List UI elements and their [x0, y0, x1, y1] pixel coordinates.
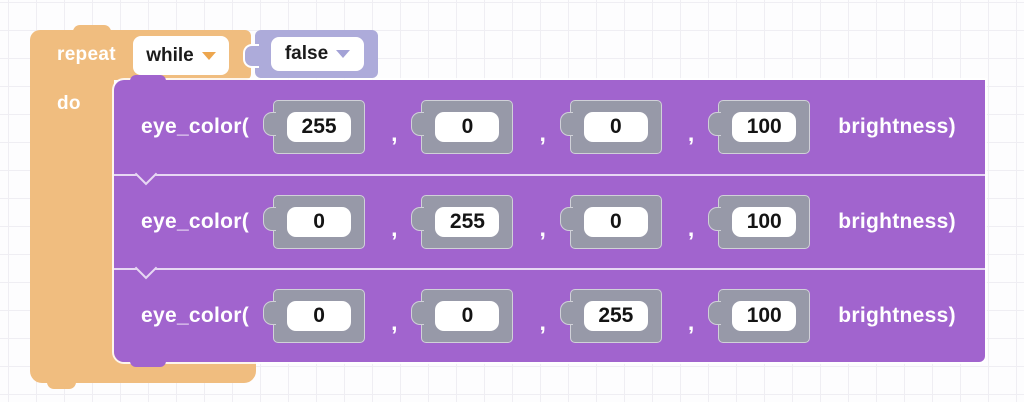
number-input[interactable]: 255 — [287, 112, 352, 142]
number-argument-block[interactable]: 0 — [559, 100, 662, 154]
number-input[interactable]: 255 — [583, 301, 648, 331]
do-label: do — [57, 93, 81, 114]
comma-separator: , — [539, 308, 546, 335]
function-name-label: eye_color( — [141, 210, 250, 233]
number-argument-block[interactable]: 100 — [708, 195, 811, 249]
function-name-label: eye_color( — [141, 115, 250, 138]
number-input[interactable]: 0 — [435, 301, 500, 331]
number-argument-block[interactable]: 0 — [411, 289, 514, 343]
comma-separator: , — [539, 119, 546, 146]
comma-separator: , — [687, 119, 695, 146]
number-argument-block[interactable]: 0 — [411, 100, 514, 154]
number-input[interactable]: 100 — [732, 207, 797, 237]
comma-separator: , — [391, 119, 398, 146]
while-mode-dropdown[interactable]: while — [133, 36, 229, 75]
number-input[interactable]: 255 — [435, 207, 500, 237]
comma-separator: , — [687, 214, 695, 241]
number-argument-block[interactable]: 100 — [708, 100, 811, 154]
number-input[interactable]: 100 — [732, 112, 797, 142]
brightness-label: brightness) — [838, 210, 956, 233]
number-argument-block[interactable]: 255 — [411, 195, 514, 249]
function-name-label: eye_color( — [141, 304, 250, 327]
eye-color-block[interactable]: eye_color( 0 , 255 , 0 , 100 brightness) — [114, 162, 985, 268]
number-input[interactable]: 0 — [435, 112, 500, 142]
comma-separator: , — [391, 308, 398, 335]
number-argument-block[interactable]: 100 — [708, 289, 811, 343]
eye-color-block[interactable]: eye_color( 0 , 0 , 255 , 100 brightness) — [114, 256, 985, 367]
brightness-label: brightness) — [838, 115, 956, 138]
while-mode-value: while — [146, 44, 194, 66]
brightness-label: brightness) — [838, 304, 956, 327]
repeat-block-arm[interactable] — [30, 70, 114, 360]
number-input[interactable]: 0 — [287, 301, 352, 331]
eye-color-block[interactable]: eye_color( 255 , 0 , 0 , 100 brightness) — [114, 75, 985, 174]
boolean-value: false — [284, 43, 329, 64]
number-argument-block[interactable]: 255 — [559, 289, 662, 343]
condition-boolean-block[interactable]: false — [243, 30, 378, 78]
number-input[interactable]: 0 — [583, 207, 648, 237]
repeat-label: repeat — [57, 44, 116, 65]
eye-color-stack: eye_color( 255 , 0 , 0 , 100 brightness)… — [114, 75, 985, 367]
number-input[interactable]: 0 — [583, 112, 648, 142]
number-argument-block[interactable]: 0 — [263, 195, 366, 249]
number-argument-block[interactable]: 0 — [263, 289, 366, 343]
dropdown-arrow-icon — [336, 50, 351, 58]
comma-separator: , — [391, 214, 398, 241]
comma-separator: , — [539, 214, 546, 241]
dropdown-arrow-icon — [201, 51, 216, 60]
number-argument-block[interactable]: 255 — [263, 100, 366, 154]
number-argument-block[interactable]: 0 — [559, 195, 662, 249]
number-input[interactable]: 100 — [732, 301, 797, 331]
boolean-dropdown[interactable]: false — [271, 37, 364, 71]
number-input[interactable]: 0 — [287, 207, 352, 237]
comma-separator: , — [687, 308, 695, 335]
